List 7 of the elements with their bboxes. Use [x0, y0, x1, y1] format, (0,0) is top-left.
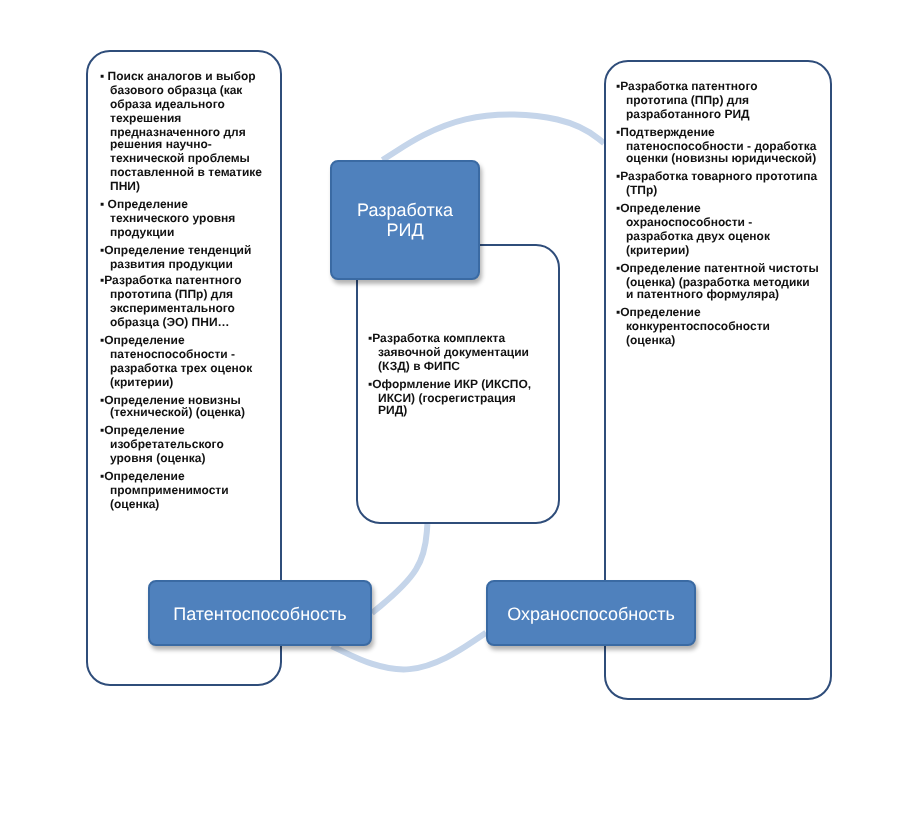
list-card — [356, 244, 560, 524]
heading-box: Охраноспособность — [486, 580, 696, 646]
connector — [330, 630, 488, 673]
heading-box: Разработка РИД — [330, 160, 480, 280]
connector — [380, 111, 606, 163]
connector — [370, 523, 431, 616]
heading-box: Патентоспособность — [148, 580, 372, 646]
